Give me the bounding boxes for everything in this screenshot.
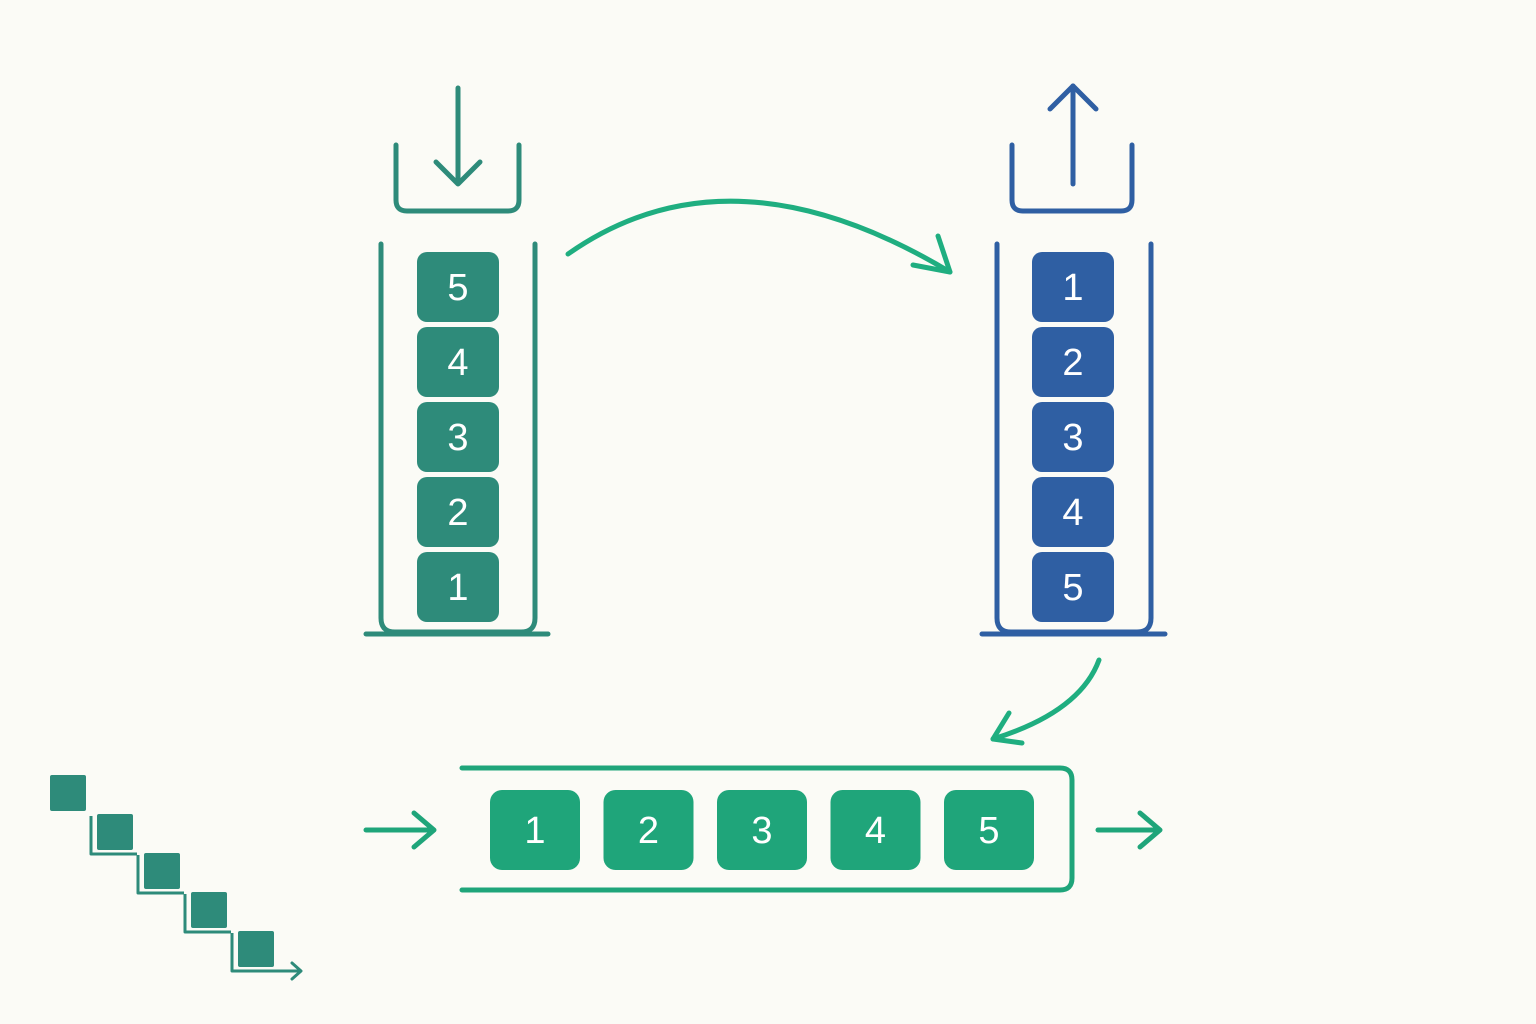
stack-block-label: 5 <box>447 267 468 309</box>
push-stack: 5 4 3 2 1 <box>363 85 551 637</box>
stair-step <box>238 931 274 967</box>
stack-block: 3 <box>417 402 499 472</box>
stack-block: 5 <box>1032 552 1114 622</box>
stack-block: 1 <box>417 552 499 622</box>
pop-tray-icon <box>1009 83 1135 214</box>
dequeue-arrow-icon <box>990 657 1102 746</box>
stack-block-label: 4 <box>447 342 468 384</box>
stack-block-label: 4 <box>1062 492 1083 534</box>
stack-block-label: 3 <box>447 417 468 459</box>
queue-block-label: 4 <box>865 810 886 852</box>
queue-block-label: 2 <box>638 810 659 852</box>
queue-block: 1 <box>490 790 580 870</box>
stack-block-label: 1 <box>1062 267 1083 309</box>
stair-outline <box>230 933 278 973</box>
transfer-arrow-icon <box>565 198 953 275</box>
pop-stack-container <box>979 241 1168 637</box>
pop-stack: 1 2 3 4 5 <box>979 83 1168 637</box>
queue: 1 2 3 4 5 <box>363 765 1163 893</box>
stack-block: 4 <box>417 327 499 397</box>
stack-block: 2 <box>1032 327 1114 397</box>
queue-blocks: 1 2 3 4 5 <box>490 790 1034 870</box>
pop-stack-blocks: 1 2 3 4 5 <box>1032 252 1114 622</box>
queue-block: 3 <box>717 790 807 870</box>
queue-in-arrow-icon <box>363 810 437 850</box>
stack-block-label: 1 <box>447 567 468 609</box>
stack-block-label: 2 <box>447 492 468 534</box>
push-stack-container <box>363 241 551 637</box>
queue-block-label: 5 <box>978 810 999 852</box>
stack-block-label: 5 <box>1062 567 1083 609</box>
stair-outline <box>136 855 184 895</box>
stair-step <box>191 892 227 928</box>
stair-step <box>144 853 180 889</box>
stack-block: 1 <box>1032 252 1114 322</box>
stack-block: 4 <box>1032 477 1114 547</box>
stack-block-label: 3 <box>1062 417 1083 459</box>
queue-block-label: 3 <box>751 810 772 852</box>
queue-block: 2 <box>603 790 694 870</box>
queue-container <box>459 765 1075 893</box>
stack-block: 2 <box>417 477 499 547</box>
push-tray-icon <box>393 85 522 214</box>
queue-block-label: 1 <box>524 810 545 852</box>
stair-arrow-head <box>290 961 303 981</box>
stair-step <box>97 814 133 850</box>
queue-out-arrow-icon <box>1095 810 1163 850</box>
stack-block: 5 <box>417 252 499 322</box>
stair-step <box>50 775 86 811</box>
queue-block: 4 <box>830 790 921 870</box>
stack-block-label: 2 <box>1062 342 1083 384</box>
stair-outline <box>89 816 137 856</box>
queue-block: 5 <box>944 790 1034 870</box>
stair-outline <box>183 894 231 934</box>
push-stack-blocks: 5 4 3 2 1 <box>417 252 499 622</box>
stack-block: 3 <box>1032 402 1114 472</box>
staircase-arrow-icon <box>50 775 303 981</box>
